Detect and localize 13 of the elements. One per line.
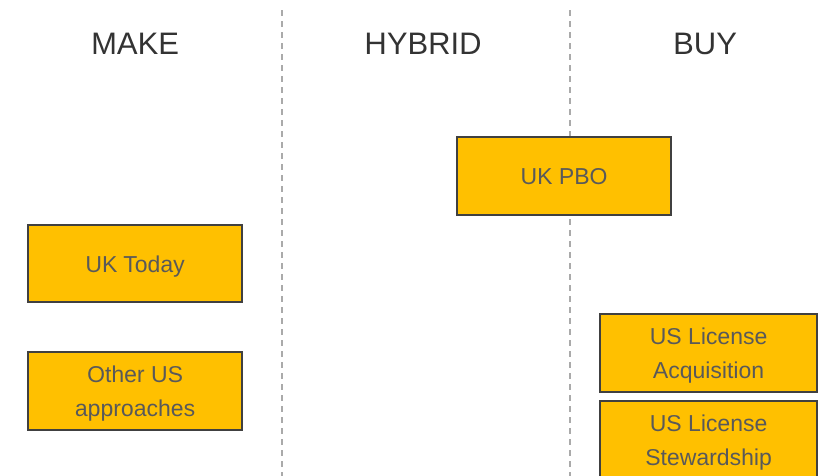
option-box [456, 136, 672, 216]
option-box [599, 313, 818, 393]
box-label: UK Today [85, 250, 185, 279]
box-label: US License Stewardship [644, 409, 773, 472]
box-label: Other US approaches [74, 360, 196, 423]
option-box [27, 351, 243, 431]
option-box [599, 400, 818, 476]
box-label: UK PBO [520, 162, 608, 191]
column-heading: BUY [673, 26, 737, 62]
option-box [27, 224, 243, 303]
column-heading: MAKE [91, 26, 179, 62]
column-heading: HYBRID [364, 26, 482, 62]
box-label: US License Acquisition [648, 322, 768, 385]
